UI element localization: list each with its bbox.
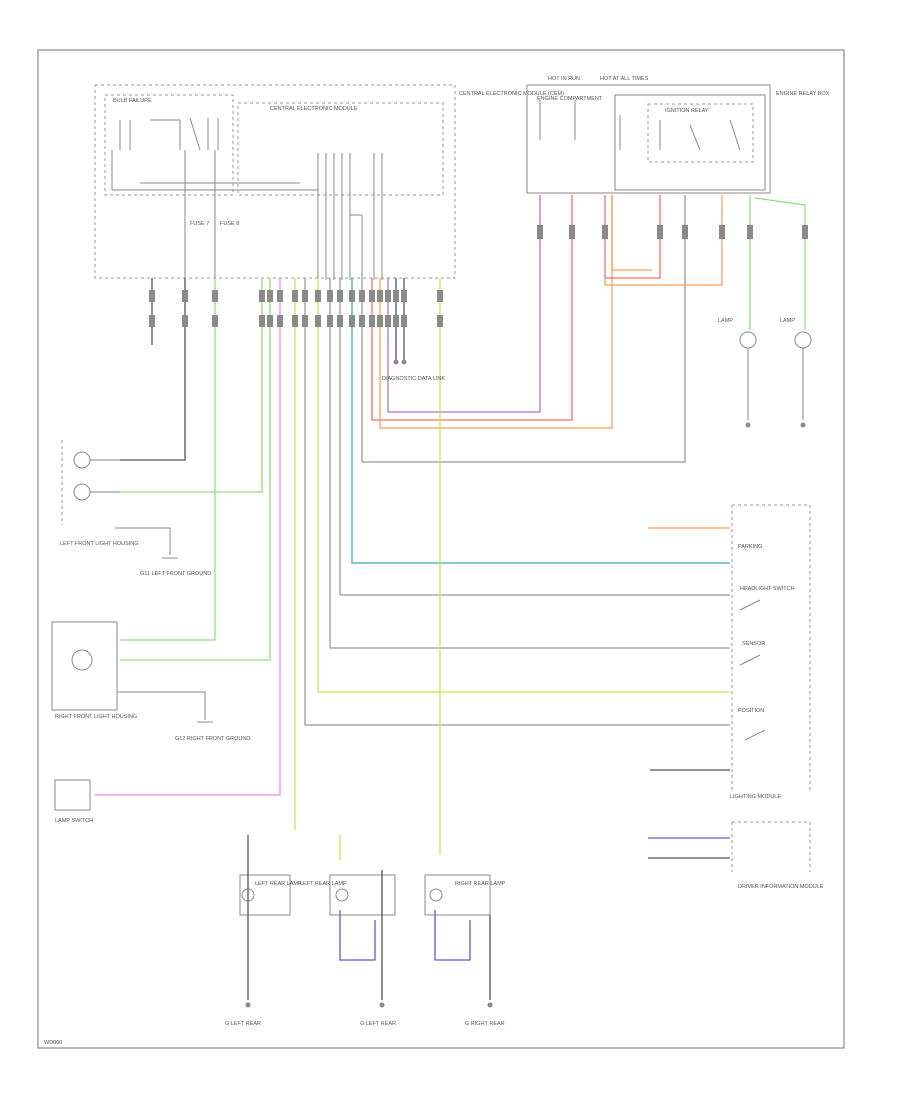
left-front-light-housing: LEFT FRONT LIGHT HOUSING G11 LEFT FRONT … [60,440,211,577]
right-front-light-label: RIGHT FRONT LIGHT HOUSING [55,714,137,720]
lighting-module-label: LIGHTING MODULE [730,794,781,800]
g-rear-a-label: G LEFT REAR [225,1021,261,1027]
left-rear-a-label: LEFT REAR LAMP [255,881,302,887]
g-rear-b-label: G LEFT REAR [360,1021,396,1027]
cem-wires: DIAGNOSTIC DATA LINK [95,195,808,859]
driver-info-module: DRIVER INFORMATION MODULE [731,821,824,890]
driver-module-label: DRIVER INFORMATION MODULE [738,884,824,890]
left-rear-b-label: LEFT REAR LAMP [300,881,347,887]
engine-box-title: ENGINE COMPARTMENT [537,96,603,102]
lamp-switch-box: LAMP SWITCH [54,779,93,824]
hot-b-label: HOT AT ALL TIMES [600,76,649,82]
g-rear-c-label: G RIGHT REAR [465,1021,505,1027]
engine-box-side-label: ENGINE RELAY BOX [776,91,830,97]
engine-ground-lamps: LAMP LAMP [718,318,812,428]
rear-lamps: LEFT REAR LAMP LEFT REAR LAMP RIGHT REAR… [225,825,506,1027]
hot-a-label: HOT IN RUN [548,76,580,82]
right-ground-label: G12 RIGHT FRONT GROUND [175,736,250,742]
fuse-b-label: FUSE 8 [220,221,239,227]
bulb-failure-label: BULB FAILURE [113,98,152,104]
footer-code: WD000 [44,1040,62,1046]
lamp-right-label: LAMP [780,318,795,324]
lighting-module: PARKING HEADLIGHT SWITCH SENSOR POSITION… [730,504,811,800]
lamp-left-label: LAMP [718,318,733,324]
engine-relay-box: HOT IN RUN HOT AT ALL TIMES ENGINE COMPA… [526,76,830,194]
central-module-side-label: CENTRAL ELECTRONIC MODULE (CEM) [459,91,564,97]
parking-label: PARKING [738,544,762,550]
left-front-light-label: LEFT FRONT LIGHT HOUSING [60,541,139,547]
fuse-a-label: FUSE 7 [190,221,209,227]
central-module-title: CENTRAL ELECTRONIC MODULE [270,106,358,112]
ignition-relay-label: IGNITION RELAY [665,108,709,114]
central-electronic-module: BULB FAILURE CENTRAL ELECTRONIC MODULE C… [94,84,564,280]
headlight-label: HEADLIGHT SWITCH [740,586,795,592]
lamp-switch-label: LAMP SWITCH [55,818,93,824]
right-rear-label: RIGHT REAR LAMP [455,881,506,887]
left-ground-label: G11 LEFT FRONT GROUND [140,571,211,577]
right-front-light-housing: RIGHT FRONT LIGHT HOUSING G12 RIGHT FRON… [51,621,250,742]
diagram-frame [37,49,845,1049]
diag-link-label: DIAGNOSTIC DATA LINK [382,376,445,382]
sensor-label: SENSOR [742,641,765,647]
position-label: POSITION [738,708,764,714]
